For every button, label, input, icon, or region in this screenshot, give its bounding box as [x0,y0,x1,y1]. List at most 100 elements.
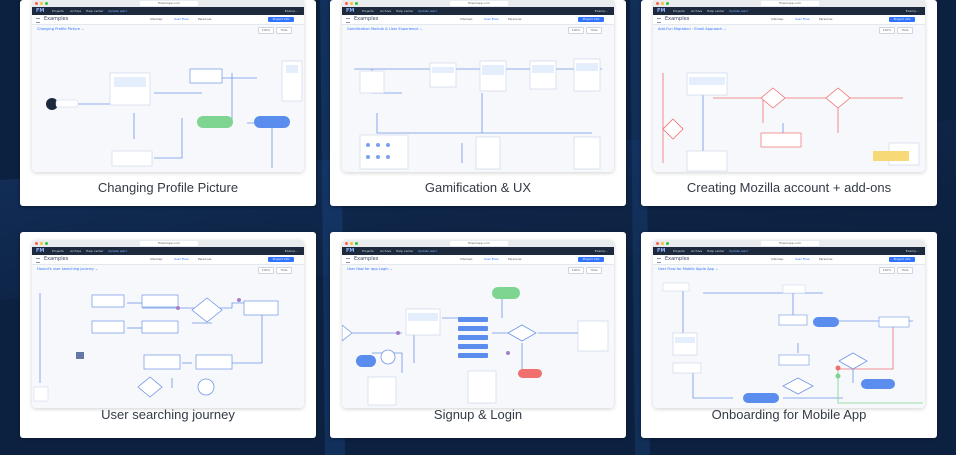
nav-update[interactable]: Update alert [418,9,437,13]
nav-archive[interactable]: Archive [691,9,703,13]
zoom-select[interactable]: 100% [258,27,274,34]
example-card-user-searching[interactable]: flowmapp.com FM Projects Archive Help ce… [20,232,316,438]
tab-personas[interactable]: Personas [198,17,212,21]
tab-personas[interactable]: Personas [198,257,212,261]
project-info-button[interactable]: Project info [268,257,294,262]
user-menu[interactable]: Examp... [284,9,298,13]
nav-archive[interactable]: Archive [691,249,703,253]
card-screenshot: flowmapp.com FM Projects Archive Help ce… [32,240,304,408]
tab-sitemap[interactable]: Sitemap [150,17,163,21]
example-card-mozilla-account[interactable]: flowmapp.com FM Projects Archive Help ce… [641,0,937,206]
tab-user-flow[interactable]: User Flow [484,257,499,261]
nav-archive[interactable]: Archive [380,249,392,253]
hide-button[interactable]: Hide [586,27,602,34]
nav-update[interactable]: Update alert [729,9,748,13]
nav-projects[interactable]: Projects [362,9,374,13]
hide-button[interactable]: Hide [586,267,602,274]
nav-help[interactable]: Help center [396,249,414,253]
nav-help[interactable]: Help center [707,9,725,13]
nav-help[interactable]: Help center [86,249,104,253]
browser-url: flowmapp.com [761,241,819,246]
flow-title-dropdown[interactable]: Hound's user searching journey ⌄ [37,267,99,271]
project-info-button[interactable]: Project info [578,257,604,262]
hide-button[interactable]: Hide [276,27,292,34]
card-screenshot: flowmapp.com FM Projects Archive Help ce… [653,240,925,408]
flow-title-dropdown[interactable]: User flow for app Login ⌄ [347,267,393,271]
nav-projects[interactable]: Projects [362,249,374,253]
nav-help[interactable]: Help center [707,249,725,253]
example-card-gamification[interactable]: flowmapp.com FM Projects Archive Help ce… [330,0,626,206]
nav-update[interactable]: Update alert [108,9,127,13]
tab-user-flow[interactable]: User Flow [795,17,810,21]
menu-icon[interactable] [346,18,350,23]
menu-icon[interactable] [36,18,40,23]
hide-button[interactable]: Hide [276,267,292,274]
user-menu[interactable]: Examp... [594,249,608,253]
nav-archive[interactable]: Archive [70,9,82,13]
nav-archive[interactable]: Archive [70,249,82,253]
tab-user-flow[interactable]: User Flow [795,257,810,261]
tab-personas[interactable]: Personas [508,17,522,21]
nav-update[interactable]: Update alert [108,249,127,253]
tab-user-flow[interactable]: User Flow [174,17,189,21]
user-menu[interactable]: Examp... [905,9,919,13]
zoom-select[interactable]: 100% [258,267,274,274]
tab-sitemap[interactable]: Sitemap [771,17,784,21]
nav-projects[interactable]: Projects [673,9,685,13]
project-info-button[interactable]: Project info [268,17,294,22]
flow-title-dropdown[interactable]: Gamification Module & User Experience ⌄ [347,27,423,31]
tab-sitemap[interactable]: Sitemap [460,257,473,261]
card-caption[interactable]: User searching journey [101,407,235,422]
tab-sitemap[interactable]: Sitemap [771,257,784,261]
tab-user-flow[interactable]: User Flow [484,17,499,21]
flow-canvas[interactable] [653,33,925,172]
flow-bar: User Flow for Mobile Apple App ⌄ 100% Hi… [653,265,925,274]
flow-canvas[interactable] [32,33,304,172]
menu-icon[interactable] [657,18,661,23]
project-info-button[interactable]: Project info [578,17,604,22]
user-menu[interactable]: Examp... [594,9,608,13]
tab-personas[interactable]: Personas [819,257,833,261]
tab-sitemap[interactable]: Sitemap [150,257,163,261]
tab-sitemap[interactable]: Sitemap [460,17,473,21]
user-menu[interactable]: Examp... [905,249,919,253]
tab-user-flow[interactable]: User Flow [174,257,189,261]
menu-icon[interactable] [346,258,350,263]
tab-personas[interactable]: Personas [819,17,833,21]
nav-update[interactable]: Update alert [418,249,437,253]
example-card-signup-login[interactable]: flowmapp.com FM Projects Archive Help ce… [330,232,626,438]
tab-personas[interactable]: Personas [508,257,522,261]
menu-icon[interactable] [657,258,661,263]
example-card-changing-profile-picture[interactable]: flowmapp.com FM Projects Archive Help ce… [20,0,316,206]
nav-projects[interactable]: Projects [52,9,64,13]
nav-help[interactable]: Help center [396,9,414,13]
flow-canvas[interactable] [653,273,925,408]
nav-projects[interactable]: Projects [52,249,64,253]
hide-button[interactable]: Hide [897,27,913,34]
project-info-button[interactable]: Project info [889,17,915,22]
card-caption[interactable]: Onboarding for Mobile App [711,407,867,422]
card-caption[interactable]: Gamification & UX [424,180,532,195]
zoom-select[interactable]: 100% [879,27,895,34]
project-info-button[interactable]: Project info [889,257,915,262]
zoom-select[interactable]: 100% [879,267,895,274]
flow-title-dropdown[interactable]: User Flow for Mobile Apple App ⌄ [658,267,719,271]
user-menu[interactable]: Examp... [284,249,298,253]
zoom-select[interactable]: 100% [568,267,584,274]
nav-update[interactable]: Update alert [729,249,748,253]
zoom-select[interactable]: 100% [568,27,584,34]
flow-canvas[interactable] [342,273,614,408]
flow-canvas[interactable] [342,33,614,172]
flow-canvas[interactable] [32,273,304,408]
flow-title-dropdown[interactable]: Add-Fun Migration · Email Approach ⌄ [658,27,727,31]
card-caption[interactable]: Signup & Login [433,407,523,422]
nav-archive[interactable]: Archive [380,9,392,13]
menu-icon[interactable] [36,258,40,263]
hide-button[interactable]: Hide [897,267,913,274]
nav-projects[interactable]: Projects [673,249,685,253]
flow-title-dropdown[interactable]: Changing Profile Picture ⌄ [37,27,85,31]
example-card-onboarding[interactable]: flowmapp.com FM Projects Archive Help ce… [641,232,937,438]
card-caption[interactable]: Changing Profile Picture [97,180,239,195]
card-caption[interactable]: Creating Mozilla account + add-ons [686,180,892,195]
nav-help[interactable]: Help center [86,9,104,13]
